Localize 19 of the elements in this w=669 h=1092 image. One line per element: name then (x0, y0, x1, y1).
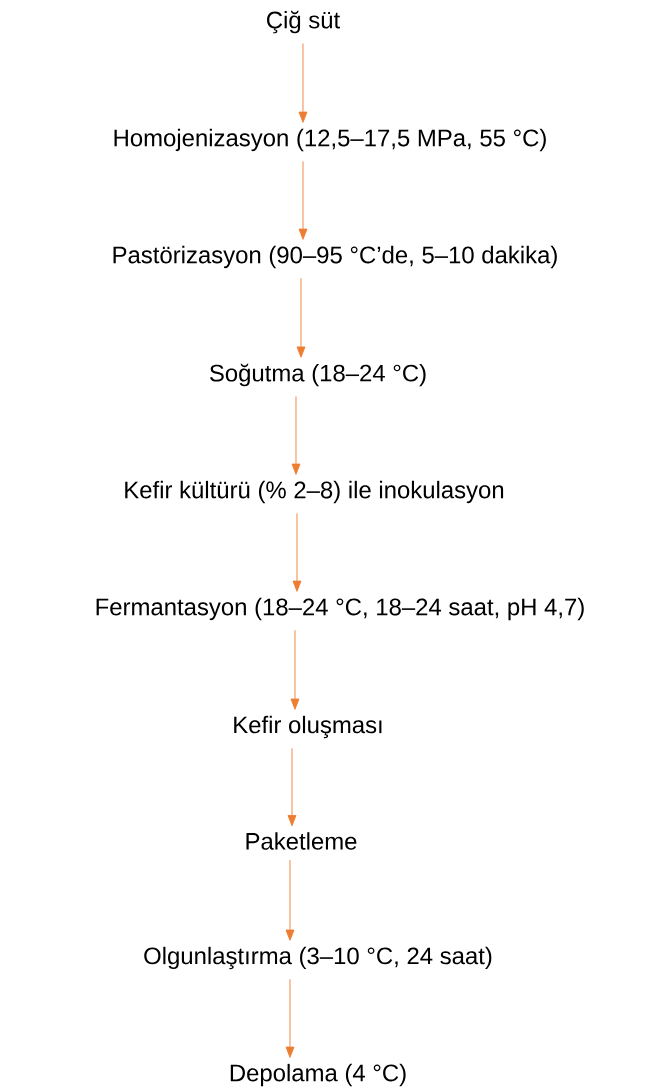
step-label: Soğutma (18–24 °C) (209, 363, 426, 387)
step-label: Olgunlaştırma (3–10 °C, 24 saat) (144, 946, 492, 970)
arrow (296, 346, 306, 358)
arrow (285, 929, 295, 941)
arrow (290, 698, 300, 710)
step-label: Kefir oluşması (234, 715, 382, 739)
step-label: Pastörizasyon (90–95 °C’de, 5–10 dakika) (113, 245, 557, 269)
step-label: Paketleme (246, 832, 357, 850)
step-label: Çiğ süt (267, 10, 340, 34)
step-label: Depolama (4 °C) (230, 1063, 406, 1087)
arrow (298, 228, 308, 240)
step-label: Homojenizasyon (12,5–17,5 MPa, 55 °C) (114, 128, 546, 152)
arrow (291, 463, 301, 475)
arrow (298, 111, 308, 123)
arrow (292, 580, 302, 592)
arrow (287, 815, 297, 827)
arrow (285, 1046, 295, 1058)
step-label: Fermantasyon (18–24 °C, 18–24 saat, pH 4,7) (96, 597, 584, 621)
step-label: Kefir kültürü (% 2–8) ile inokulasyon (125, 480, 504, 504)
